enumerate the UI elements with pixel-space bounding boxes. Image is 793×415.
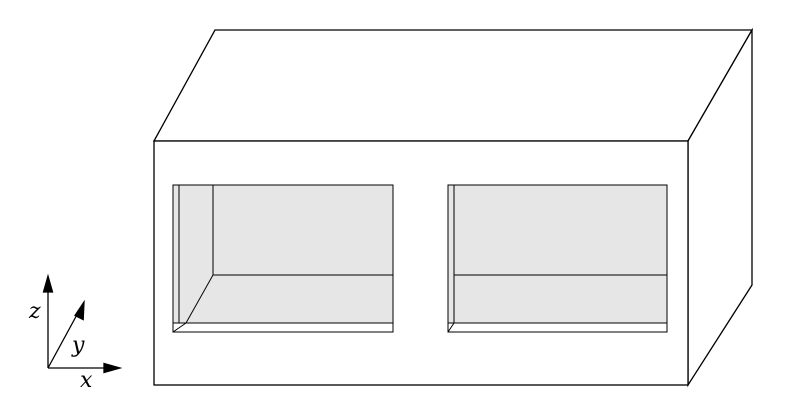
z-axis-arrowhead [42,273,54,293]
y-axis-label: y [71,333,85,358]
x-axis-label: x [80,368,93,393]
right-opening-cavity [447,184,668,333]
right-opening-floor [447,322,668,333]
box-top-face [152,29,754,142]
z-axis-label: z [28,299,41,324]
left-opening-floor [172,322,394,333]
y-axis-line [47,310,80,369]
left-opening-cavity [172,184,394,333]
right-opening [447,184,668,333]
left-opening [172,184,394,333]
y-axis-arrowhead [74,299,85,321]
coordinate-axes [42,273,123,374]
x-axis-arrowhead [103,362,123,374]
